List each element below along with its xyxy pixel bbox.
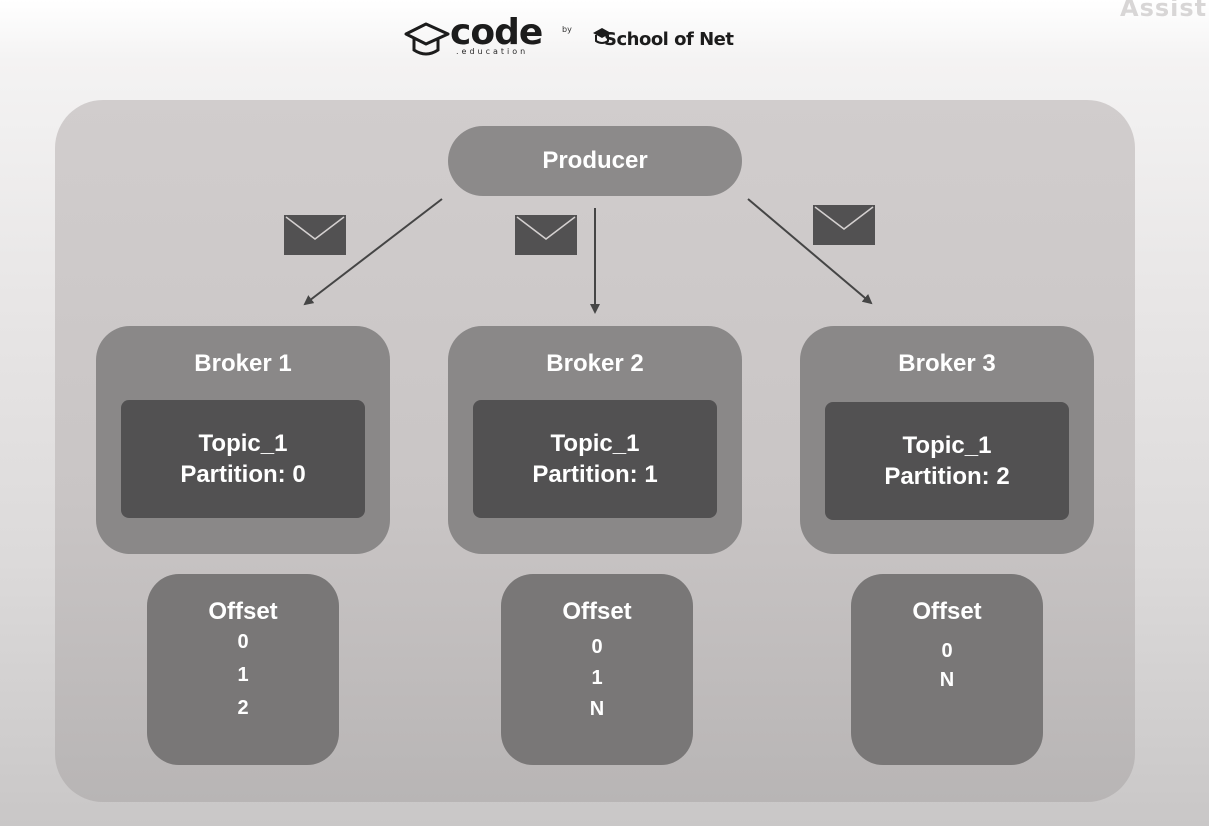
offset-title: Offset	[208, 598, 278, 625]
topic-partition-box: Topic_1 Partition: 2	[825, 402, 1069, 520]
logo-code-word: code	[450, 12, 543, 53]
topic-partition-box: Topic_1 Partition: 1	[473, 400, 717, 518]
broker-title: Broker 3	[898, 350, 996, 377]
offset-values: 0 N	[851, 637, 1043, 695]
partition-label: Partition: 2	[884, 463, 1010, 490]
code-education-logo: code .education	[404, 12, 554, 60]
arrow-icon	[303, 198, 443, 306]
offset-value: 0	[237, 631, 249, 653]
broker-3: Broker 3 Topic_1 Partition: 2	[800, 326, 1094, 554]
offset-box-1: Offset 0 1 2	[147, 574, 339, 765]
offset-box-3: Offset 0 N	[851, 574, 1043, 765]
offset-values: 0 1 N	[501, 632, 693, 725]
envelope-icon	[284, 215, 346, 255]
offset-value: N	[589, 698, 605, 720]
topic-name: Topic_1	[198, 430, 288, 457]
producer-node: Producer	[448, 126, 742, 196]
topic-name: Topic_1	[550, 430, 640, 457]
partition-label: Partition: 1	[532, 461, 658, 488]
broker-title: Broker 1	[194, 350, 292, 377]
offset-title: Offset	[912, 598, 982, 625]
offset-value: 2	[237, 697, 249, 719]
envelope-icon	[515, 215, 577, 255]
envelope-icon	[813, 205, 875, 245]
corner-watermark-text: Assist	[1120, 0, 1208, 22]
partition-label: Partition: 0	[180, 461, 306, 488]
broker-1: Broker 1 Topic_1 Partition: 0	[96, 326, 390, 554]
broker-2: Broker 2 Topic_1 Partition: 1	[448, 326, 742, 554]
logo-by-text: by	[562, 25, 572, 34]
offset-value: 0	[591, 636, 603, 658]
offset-value: 0	[941, 640, 953, 662]
offset-title: Offset	[562, 598, 632, 625]
offset-value: 1	[591, 667, 603, 689]
logo-education-word: .education	[456, 47, 529, 56]
logo-school-of-net-word: School of Net	[604, 29, 734, 50]
offset-values: 0 1 2	[147, 626, 339, 725]
topic-partition-box: Topic_1 Partition: 0	[121, 400, 365, 518]
offset-value: 1	[237, 664, 249, 686]
school-of-net-cap-icon	[593, 28, 611, 44]
offset-box-2: Offset 0 1 N	[501, 574, 693, 765]
topic-name: Topic_1	[902, 432, 992, 459]
offset-value: N	[939, 669, 955, 691]
broker-title: Broker 2	[546, 350, 644, 377]
graduation-cap-icon	[404, 22, 450, 56]
arrow-icon	[747, 198, 873, 305]
